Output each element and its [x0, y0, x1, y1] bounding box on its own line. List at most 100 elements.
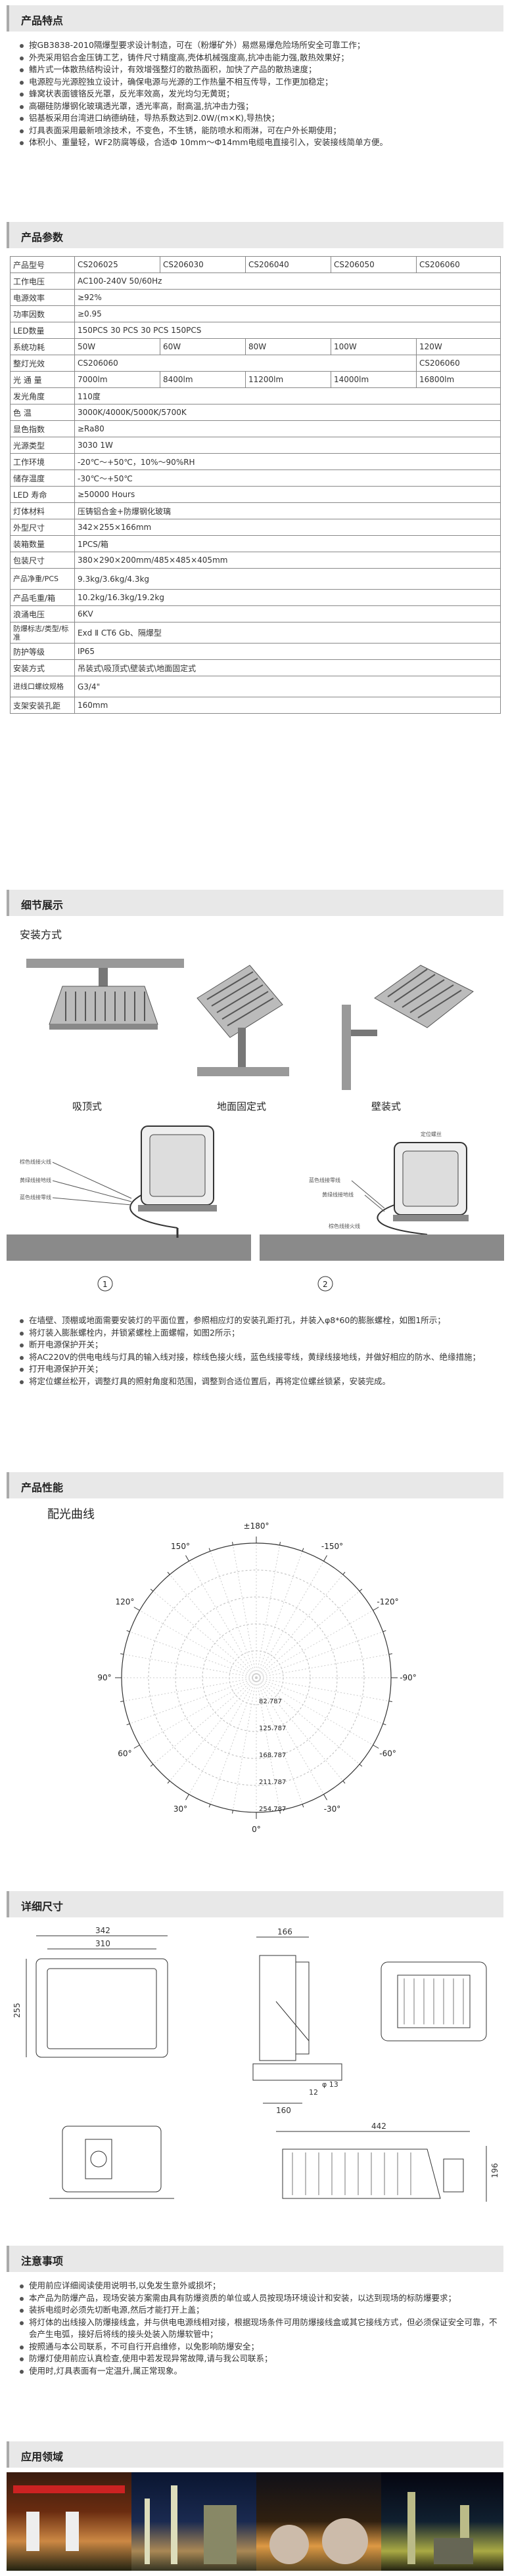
polar-spoke [256, 1677, 344, 1781]
note-item: 使用前应详细阅读使用说明书,以免发生意外或损坏； [18, 2280, 498, 2292]
section-title-params: 产品参数 [7, 222, 503, 248]
polar-spoke [129, 1677, 257, 1724]
spec-value: Exd Ⅱ CT6 Gb、隔爆型 [74, 622, 501, 644]
polar-tick [302, 1548, 304, 1552]
polar-radial-label: 254.787 [259, 1806, 286, 1813]
spec-label: 安装方式 [10, 659, 75, 676]
polar-spoke [139, 1677, 257, 1745]
spec-power: 80W [245, 338, 331, 355]
polar-tick [120, 1653, 124, 1655]
spec-label: 储存温度 [10, 469, 75, 487]
polar-tick [342, 1780, 346, 1784]
spec-label: 产品毛重/箱 [10, 589, 75, 606]
polar-angle-label: 150° [171, 1542, 190, 1551]
spec-value: 6KV [74, 605, 501, 622]
note-item: 装拆电缆时必须先切断电源,然后才能打开上盖； [18, 2304, 498, 2317]
ceiling-mount-illustration [26, 959, 184, 1030]
install-step-item: 打开电源保护开关； [18, 1363, 498, 1376]
note-item: 将灯体的出线接入防爆接线盒，并与供电电源线相对接，根据现场条件可用防爆接线盒或其… [18, 2317, 498, 2341]
spec-model: CS206040 [245, 256, 331, 273]
front-view [26, 1935, 168, 2058]
polar-spoke [256, 1590, 360, 1678]
spec-power: 60W [160, 338, 246, 355]
spec-label: 支架安装孔距 [10, 697, 75, 714]
polar-spoke [210, 1551, 257, 1678]
polar-spoke [256, 1631, 383, 1678]
app-photo-tanks [256, 2472, 381, 2571]
polar-title: 配光曲线 [47, 1508, 95, 1521]
spec-model: CS206060 [416, 256, 501, 273]
spec-model: CS206050 [331, 256, 417, 273]
polar-tick [359, 1764, 363, 1767]
polar-tick [373, 1745, 379, 1749]
spec-label: 电源效率 [10, 289, 75, 306]
polar-tick [323, 1555, 327, 1561]
step2-wire-ground: 黄绿线接地线 [322, 1191, 354, 1198]
polar-angle-label: -150° [321, 1542, 343, 1551]
feature-item: 灯具表面采用最新喷涂技术，不变色，不生锈，能防喷水和雨淋，可在户外长期使用； [18, 125, 498, 137]
spec-model: CS206030 [160, 256, 246, 273]
spec-label: 防护等级 [10, 643, 75, 660]
spec-label: 发光角度 [10, 387, 75, 404]
polar-angle-label: ±180° [244, 1521, 269, 1531]
spec-flux: 16800lm [416, 371, 501, 388]
section-title-notes: 注意事项 [7, 2246, 503, 2272]
spec-label: 光 通 量 [10, 371, 75, 388]
polar-tick [302, 1804, 304, 1808]
note-item: 按照通与本公司联系，不可自行开启维修，以免影响防爆安全； [18, 2341, 498, 2353]
spec-label: 系统功耗 [10, 338, 75, 355]
polar-spoke [256, 1545, 281, 1678]
spec-row: 功率因数≥0.95 [10, 305, 501, 322]
polar-radial-label: 211.787 [259, 1779, 286, 1786]
polar-spoke [169, 1677, 257, 1781]
feature-item: 蜂窝状表面镀铬反光罩，反光率效高，发光均匀无黄斑； [18, 88, 498, 100]
section-title-dimensions: 详细尺寸 [7, 1891, 503, 1917]
polar-radial-label: 125.787 [259, 1725, 286, 1732]
polar-tick [167, 1571, 170, 1575]
spec-label: 浪涌电压 [10, 605, 75, 622]
spec-flux: 7000lm [74, 371, 160, 388]
polar-chart: ±180°-150°150°-120°120°-90°90°-60°60°-30… [85, 1510, 417, 1834]
spec-label: 色 温 [10, 404, 75, 421]
spec-flux: 11200lm [245, 371, 331, 388]
install-step-item: 将灯装入膨胀螺栓内，并锁紧螺栓上面螺帽，如图2所示； [18, 1327, 498, 1340]
polar-spoke [256, 1574, 344, 1678]
spec-label: 产品型号 [10, 256, 75, 273]
step1-wire-brown: 棕色线接火线 [20, 1158, 51, 1165]
spec-value: 1PCS/箱 [74, 535, 501, 552]
polar-angle-label: -120° [377, 1598, 398, 1607]
polar-tick [208, 1804, 211, 1808]
polar-radial-label: 82.787 [259, 1698, 282, 1705]
spec-label: 功率因数 [10, 305, 75, 322]
polar-angle-label: 30° [174, 1804, 187, 1814]
polar-tick [150, 1588, 154, 1592]
polar-spoke [256, 1551, 303, 1678]
section-title-applications: 应用领域 [7, 2441, 503, 2468]
polar-spoke [210, 1677, 257, 1804]
svg-text:1: 1 [103, 1280, 108, 1289]
spec-value: G3/4" [74, 676, 501, 697]
spec-value: 9.3kg/3.6kg/4.3kg [74, 568, 501, 590]
polar-tick [373, 1607, 379, 1611]
polar-spoke [256, 1677, 383, 1724]
spec-value: ≥92% [74, 289, 501, 306]
spec-label: 装箱数量 [10, 535, 75, 552]
spec-value: 吊装式\吸顶式\壁装式\地面固定式 [74, 659, 501, 676]
polar-tick [150, 1764, 154, 1767]
spec-label: 工作环境 [10, 453, 75, 470]
spec-value: -20℃～+50℃，10%～90%RH [74, 453, 501, 470]
step1-wire-ground: 黄绿线接地线 [20, 1177, 51, 1183]
polar-tick [126, 1723, 130, 1726]
polar-tick [279, 1810, 281, 1814]
spec-row: 电源效率≥92% [10, 289, 501, 306]
polar-spoke [189, 1561, 257, 1678]
polar-spoke [256, 1610, 373, 1678]
spec-label: 光源类型 [10, 437, 75, 454]
spec-label: 显色指数 [10, 420, 75, 437]
spec-label: 整灯光效 [10, 355, 75, 372]
polar-angle-label: 0° [252, 1825, 261, 1834]
